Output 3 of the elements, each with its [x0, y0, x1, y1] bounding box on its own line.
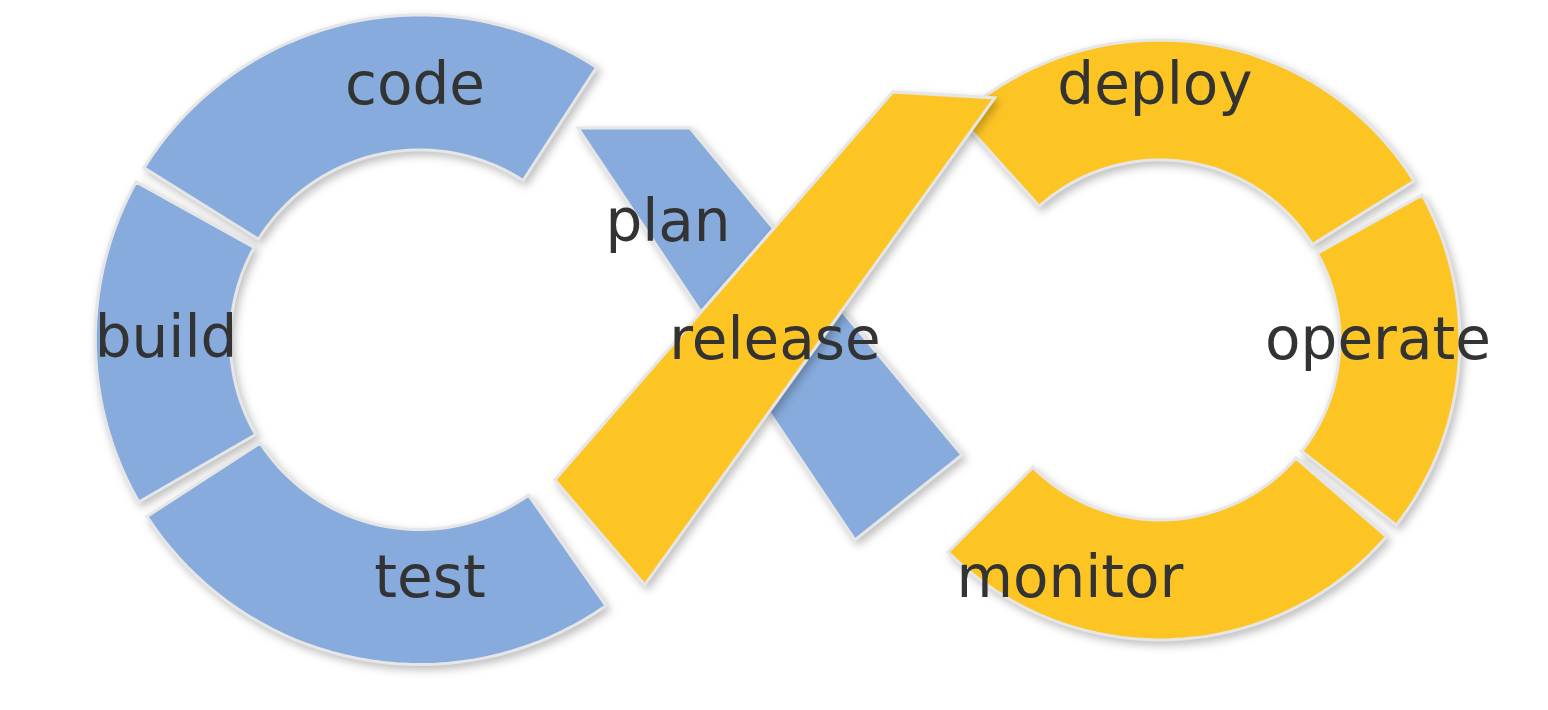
stage-label: test [374, 546, 486, 610]
stage-label: deploy [1057, 53, 1253, 117]
stage-label: code [345, 53, 485, 117]
